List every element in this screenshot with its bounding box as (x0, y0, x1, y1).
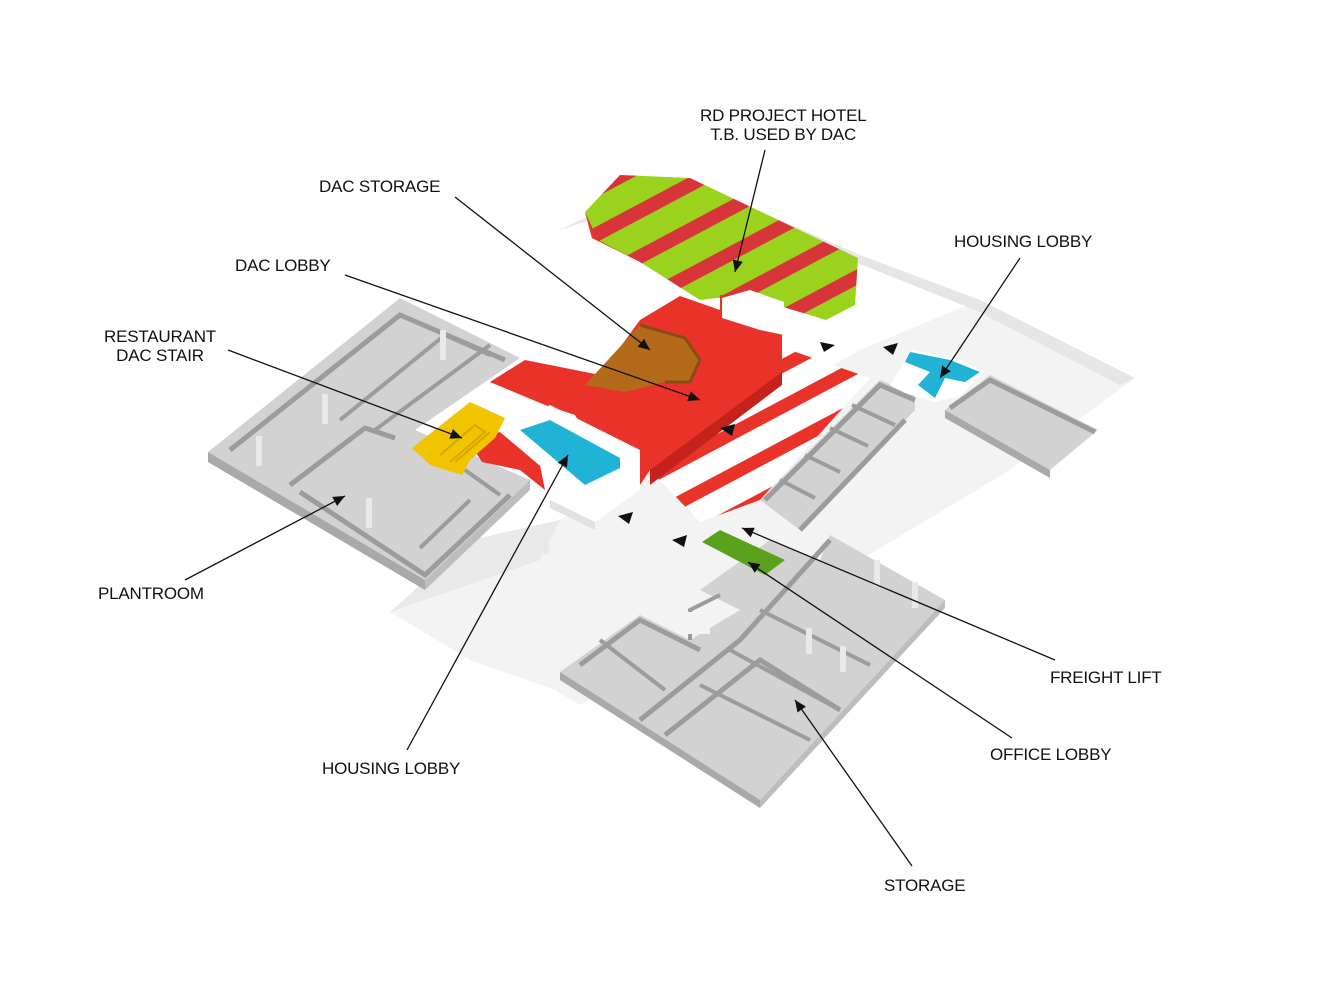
freight-lift-zone (702, 530, 785, 575)
white-core-hotel (722, 290, 784, 335)
label-housing-lobby-right: HOUSING LOBBY (954, 232, 1093, 251)
leader-rd-project-hotel (732, 149, 766, 273)
label-dac-lobby: DAC LOBBY (235, 256, 331, 275)
label-line: DAC STAIR (116, 346, 204, 365)
label-storage: STORAGE (884, 876, 966, 895)
leader-housing-lobby-right (939, 257, 1021, 379)
arrow-marker (720, 424, 735, 436)
label-rd-project-hotel: RD PROJECT HOTEL T.B. USED BY DAC (700, 106, 867, 144)
dac-red-massing (468, 295, 782, 490)
leader-office-lobby (747, 561, 1013, 739)
label-housing-lobby-left: HOUSING LOBBY (322, 759, 461, 778)
label-plantroom: PLANTROOM (98, 584, 204, 603)
leader-dac-lobby (344, 274, 701, 402)
label-line: RESTAURANT (104, 327, 216, 346)
housing-core-left (500, 405, 640, 530)
leader-storage (794, 699, 913, 867)
arrow-marker (820, 342, 835, 352)
storage-block (560, 535, 945, 808)
right-cell-block (945, 375, 1098, 478)
leader-plantroom (184, 495, 346, 581)
arrow-marker (672, 535, 687, 547)
leader-housing-lobby-left (406, 454, 569, 751)
label-line: T.B. USED BY DAC (710, 125, 857, 144)
plantroom-block (208, 298, 549, 590)
label-freight-lift: FREIGHT LIFT (1050, 668, 1162, 687)
arrow-marker (618, 512, 633, 524)
label-restaurant-dac-stair: RESTAURANT DAC STAIR (104, 327, 216, 365)
leader-restaurant-dac-stair (227, 349, 463, 439)
rd-project-hotel-zone (585, 175, 858, 320)
middle-cells-block (760, 380, 916, 532)
dac-storage-zone (585, 323, 702, 392)
label-line: RD PROJECT HOTEL (700, 106, 867, 125)
arrow-marker (883, 343, 898, 355)
leader-lines (184, 149, 1056, 867)
leader-dac-storage (454, 196, 651, 351)
label-dac-storage: DAC STORAGE (319, 177, 441, 196)
dac-lobby-striped-zone (650, 350, 870, 522)
label-office-lobby: OFFICE LOBBY (990, 745, 1112, 764)
leader-freight-lift (741, 527, 1056, 661)
circulation-arrows (618, 342, 898, 547)
